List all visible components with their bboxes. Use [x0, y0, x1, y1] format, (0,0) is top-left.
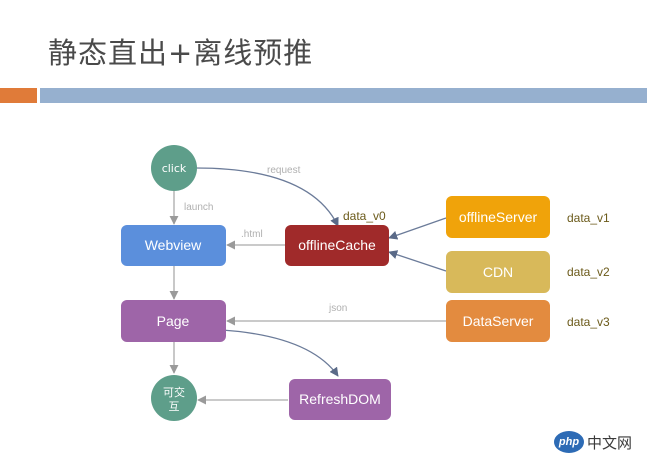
node-offlineserver[interactable]: offlineServer [446, 196, 550, 238]
node-interactive-label-line1: 可交 [163, 385, 185, 399]
node-page[interactable]: Page [121, 300, 226, 342]
node-page-label: Page [157, 313, 190, 329]
edge-label-html: .html [241, 229, 263, 240]
data-label-offlineserver: data_v1 [567, 211, 610, 225]
accent-bar [0, 88, 37, 103]
node-offlinecache-label: offlineCache [298, 237, 376, 253]
edge-click-offlinecache [195, 167, 339, 227]
data-label-dataserver: data_v3 [567, 315, 610, 329]
edge-offlineserver-offlinecache [388, 217, 447, 240]
watermark: php 中文网 [554, 428, 644, 456]
node-dataserver-label: DataServer [463, 313, 534, 329]
node-refreshdom-label: RefreshDOM [299, 391, 381, 407]
node-refreshdom[interactable]: RefreshDOM [289, 379, 391, 420]
edges [169, 167, 447, 405]
edge-page-refreshdom [221, 329, 339, 377]
php-logo-icon: php [554, 431, 584, 453]
edge-label-launch: launch [184, 202, 213, 213]
node-interactive-label-line2: 互 [169, 400, 180, 413]
node-click-label: click [162, 162, 187, 175]
node-click[interactable]: click [151, 145, 197, 191]
data-label-cache: data_v0 [343, 209, 386, 223]
node-cdn[interactable]: CDN [446, 251, 550, 293]
header-bar [40, 88, 647, 103]
edge-cdn-offlinecache [388, 250, 447, 272]
node-dataserver[interactable]: DataServer [446, 300, 550, 342]
node-webview[interactable]: Webview [121, 225, 226, 266]
watermark-text: 中文网 [587, 434, 633, 452]
node-cdn-label: CDN [483, 264, 513, 280]
data-label-cdn: data_v2 [567, 265, 610, 279]
node-offlinecache[interactable]: offlineCache [285, 225, 389, 266]
node-webview-label: Webview [145, 237, 202, 253]
edge-label-request: request [267, 165, 301, 176]
node-offlineserver-label: offlineServer [459, 209, 538, 225]
edge-label-json: json [328, 303, 347, 314]
node-interactive[interactable]: 可交 互 [151, 375, 197, 421]
slide-title: 静态直出+离线预推 [48, 36, 314, 70]
